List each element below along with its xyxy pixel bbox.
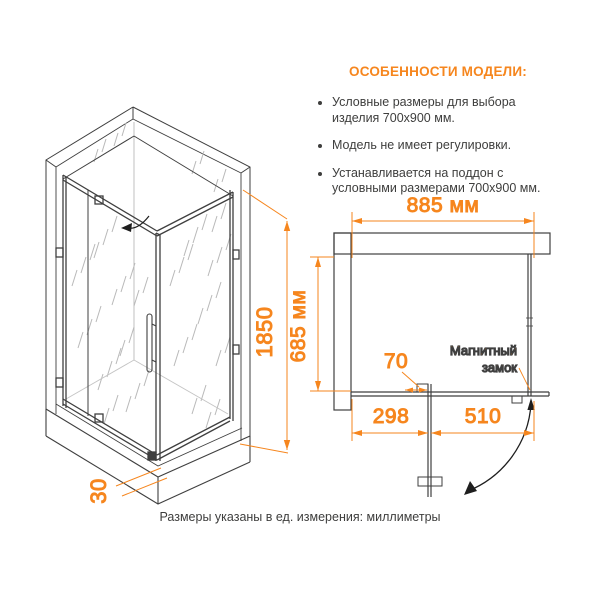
door-pivot-top — [94, 195, 104, 205]
pivot-offset-label: 70 — [384, 350, 408, 373]
fixed-section-label: 298 — [373, 405, 410, 428]
magnetic-lock-label-line2: замок — [482, 360, 517, 375]
isometric-view: 1850 30 — [45, 106, 291, 505]
back-wall-profile — [333, 232, 551, 255]
wall-bracket — [232, 344, 240, 355]
magnetic-lock-label: Магнитный замок — [449, 342, 531, 391]
side-wall-profile — [333, 232, 352, 411]
front-bottom-rail — [351, 391, 550, 397]
plan-walls — [333, 232, 551, 411]
door-handle-icon — [146, 313, 153, 373]
side-glass-panel — [527, 254, 532, 396]
back-walls — [45, 106, 251, 441]
height-dimension-label: 1850 — [252, 307, 277, 358]
lock-leader-line — [518, 367, 531, 391]
door-width-dimension: 510 — [431, 401, 535, 441]
wall-bracket — [232, 249, 240, 260]
width-dimension-label: 885 мм — [407, 194, 480, 217]
door-swing-arrow-icon — [121, 215, 150, 232]
hinge-bracket — [55, 247, 64, 258]
glass-enclosure — [55, 135, 240, 461]
plan-door-swing-arc — [464, 398, 535, 495]
feature-item: Модель не имеет регулировки. — [332, 138, 564, 154]
units-note: Размеры указаны в ед. измерения: миллиме… — [159, 510, 441, 524]
depth-dimension-label: 685 мм — [287, 290, 310, 363]
tray-floor-lines — [65, 359, 229, 415]
features-list: Условные размеры для выбора изделия 700x… — [312, 95, 564, 197]
tray-height-label: 30 — [86, 478, 111, 503]
door-corner-block — [147, 451, 157, 461]
features-section: ОСОБЕННОСТИ МОДЕЛИ: Условные размеры для… — [312, 64, 564, 209]
height-dimension: 1850 — [239, 189, 291, 454]
feature-item: Условные размеры для выбора изделия 700x… — [332, 95, 564, 126]
pivot-offset-dimension: 70 — [383, 350, 427, 393]
plan-door-handle-icon — [417, 476, 443, 487]
open-door — [427, 384, 432, 497]
glass-hatching — [71, 122, 232, 429]
fixed-section-dimension: 298 — [351, 399, 428, 441]
plan-glass-panels — [351, 254, 550, 497]
door-width-label: 510 — [465, 405, 502, 428]
depth-dimension: 685 мм — [287, 256, 351, 392]
plan-view: 885 мм 685 мм 70 — [287, 194, 551, 497]
magnetic-lock-label-line1: Магнитный — [450, 343, 517, 358]
width-dimension: 885 мм — [351, 194, 535, 258]
lock-keeper-block — [511, 395, 523, 404]
tray-height-dimension: 30 — [86, 467, 168, 504]
feature-item: Устанавливается на поддон с условными ра… — [332, 166, 564, 197]
hinge-bracket — [55, 377, 64, 388]
features-title: ОСОБЕННОСТИ МОДЕЛИ: — [349, 64, 527, 79]
